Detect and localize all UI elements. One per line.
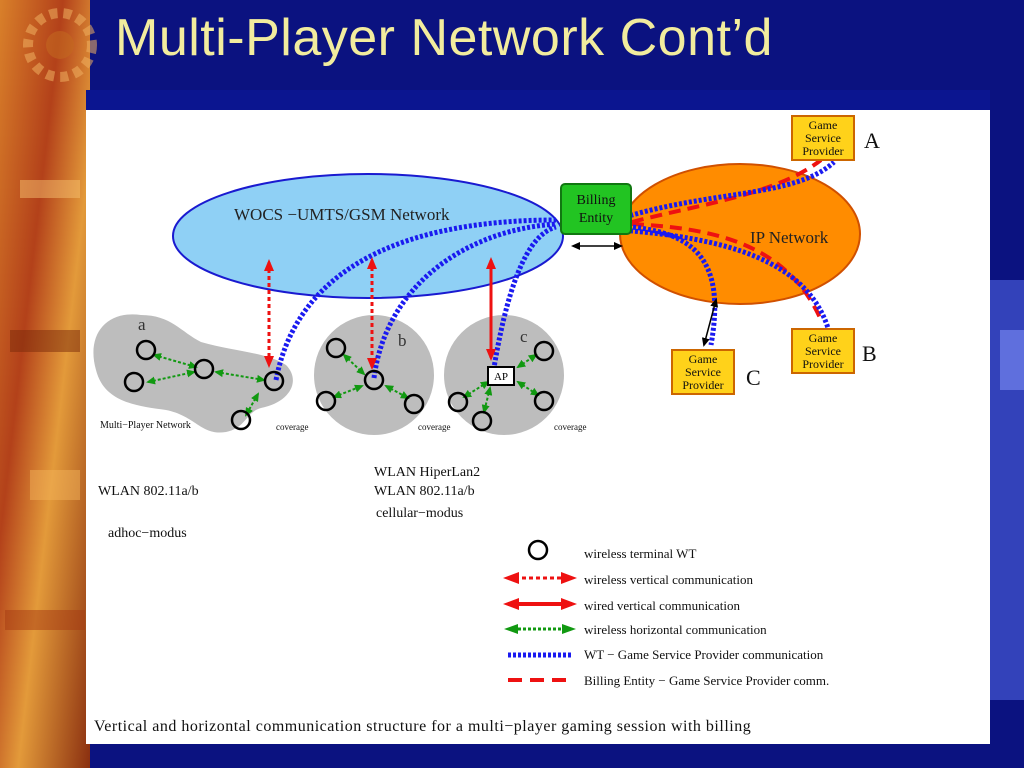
access-point-label: AP [494,371,508,383]
provider-c-line-3: Provider [682,378,723,392]
provider-b-line-3: Provider [802,357,843,371]
mode-center-line-1: WLAN HiperLan2 [374,465,480,480]
legend-circle-icon [527,539,549,561]
diagram-panel: WOCS −UMTS/GSM Network IP Network a Mult… [86,110,990,744]
wocs-network: WOCS −UMTS/GSM Network [172,173,564,299]
legend-label: Billing Entity − Game Service Provider c… [584,673,829,688]
legend-label: wired vertical communication [584,598,740,613]
legend-label: wireless vertical communication [584,572,753,587]
figure-caption: Vertical and horizontal communication st… [94,718,751,735]
network-diagram: WOCS −UMTS/GSM Network IP Network a Mult… [93,115,880,735]
mode-left-line-1: WLAN 802.11a/b [98,484,199,499]
provider-a-letter: A [864,128,880,153]
legend-item-terminal: wireless terminal WT [527,539,696,561]
legend-item-wt-provider: WT − Game Service Provider communication [508,647,824,662]
provider-a: Game Service Provider A [791,115,880,161]
provider-b-line-1: Game [809,331,838,345]
access-point: AP [487,366,515,386]
cell-b-coverage: coverage [418,422,450,432]
mode-center: WLAN HiperLan2 WLAN 802.11a/b cellular−m… [374,465,480,521]
vertical-arrows [264,257,496,370]
provider-c-line-1: Game [689,352,718,366]
gear-icon [23,8,97,82]
wocs-network-label: WOCS −UMTS/GSM Network [234,205,450,224]
horizontal-arrows [146,353,540,417]
cell-c: c coverage [444,315,586,435]
provider-b: Game Service Provider B [791,328,877,374]
cell-a-coverage: coverage [276,422,308,432]
legend-item-wireless-vertical: wireless vertical communication [503,572,753,587]
cell-b-letter: b [398,331,407,350]
legend-item-wireless-horizontal: wireless horizontal communication [504,622,767,637]
slide-title: Multi-Player Network Cont’d [115,9,773,67]
mode-left-line-2: adhoc−modus [108,526,187,541]
provider-a-line-3: Provider [802,144,843,158]
cell-a-letter: a [138,315,146,334]
mode-center-line-3: cellular−modus [376,506,463,521]
wired-links [571,242,719,347]
legend-label: wireless horizontal communication [584,622,767,637]
cell-c-coverage: coverage [554,422,586,432]
ip-network: IP Network [619,163,861,305]
wireless-terminals [123,337,555,432]
billing-entity-line-1: Billing [577,193,616,208]
legend-item-billing-provider: Billing Entity − Game Service Provider c… [508,673,829,688]
legend-label: wireless terminal WT [584,546,696,561]
provider-a-line-2: Service [805,131,841,145]
provider-b-letter: B [862,341,877,366]
legend: wireless terminal WT wireless vertical c… [503,539,829,688]
billing-entity-line-2: Entity [579,211,613,226]
provider-a-line-1: Game [809,118,838,132]
cell-a-caption: Multi−Player Network [100,420,191,431]
legend-item-wired-vertical: wired vertical communication [503,598,740,613]
cell-c-letter: c [520,327,528,346]
mode-center-line-2: WLAN 802.11a/b [374,484,475,499]
mode-left: WLAN 802.11a/b adhoc−modus [98,484,199,541]
wt-provider-lines [273,160,836,381]
provider-c: Game Service Provider C [671,349,761,395]
provider-c-line-2: Service [685,365,721,379]
provider-c-letter: C [746,365,761,390]
provider-b-line-2: Service [805,344,841,358]
ip-network-label: IP Network [750,228,829,247]
billing-entity: Billing Entity [560,183,632,235]
legend-label: WT − Game Service Provider communication [584,647,824,662]
